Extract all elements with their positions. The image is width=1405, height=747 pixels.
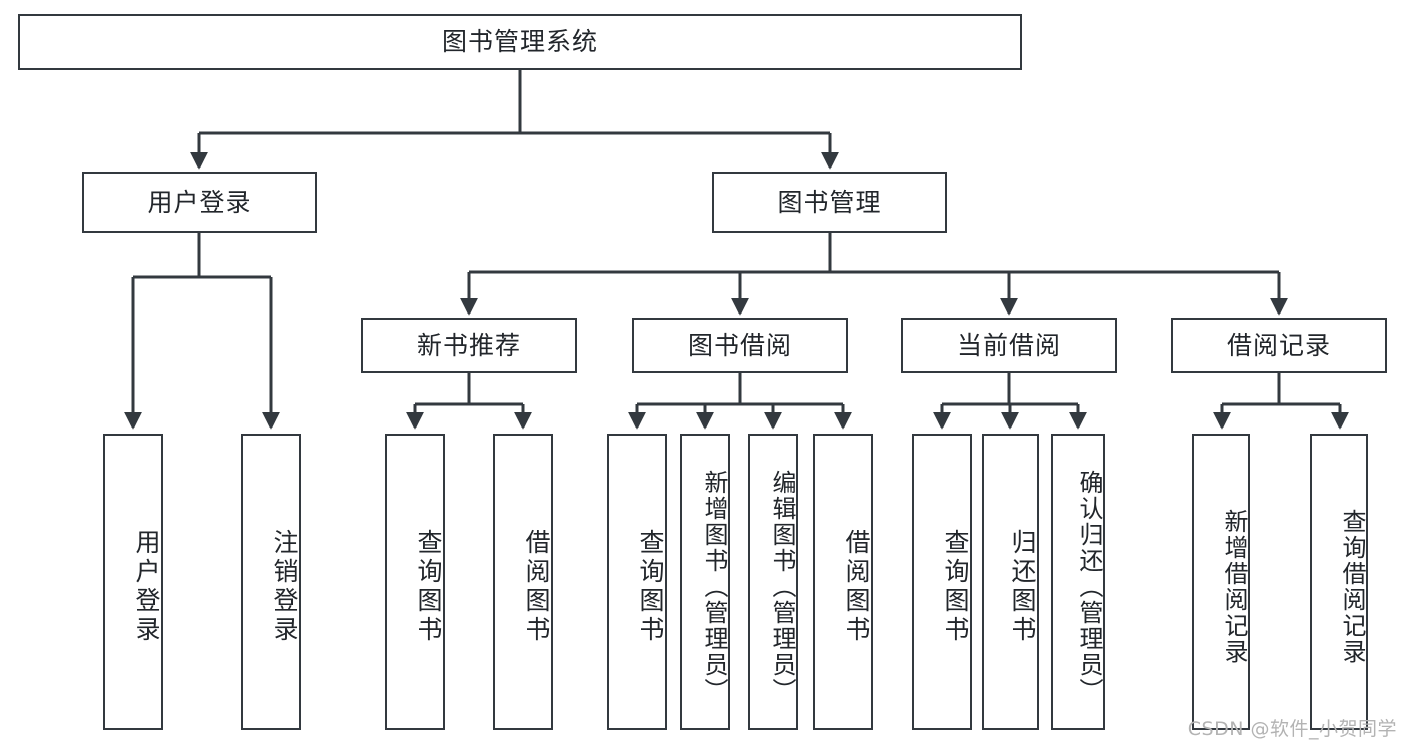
- node-borrow-record[interactable]: 借阅记录: [1171, 318, 1387, 373]
- node-book-borrow[interactable]: 图书借阅: [632, 318, 848, 373]
- node-leaf-return-book[interactable]: 归还图书: [982, 434, 1039, 730]
- node-current-borrow[interactable]: 当前借阅: [901, 318, 1117, 373]
- node-leaf-query-book-3[interactable]: 查询图书: [912, 434, 972, 730]
- node-user-login[interactable]: 用户登录: [82, 172, 317, 233]
- node-book-manage[interactable]: 图书管理: [712, 172, 947, 233]
- node-leaf-query-book-1[interactable]: 查询图书: [385, 434, 445, 730]
- node-leaf-add-borrow-record[interactable]: 新增借阅记录: [1192, 434, 1250, 730]
- node-leaf-query-borrow-record[interactable]: 查询借阅记录: [1310, 434, 1368, 730]
- node-leaf-confirm-return-admin[interactable]: 确认归还（管理员）: [1051, 434, 1105, 730]
- node-leaf-borrow-book-1[interactable]: 借阅图书: [493, 434, 553, 730]
- node-leaf-query-book-2[interactable]: 查询图书: [607, 434, 667, 730]
- node-leaf-user-login[interactable]: 用户登录: [103, 434, 163, 730]
- node-leaf-logout-login[interactable]: 注销登录: [241, 434, 301, 730]
- csdn-watermark: CSDN @软件_小贺同学: [1187, 718, 1397, 740]
- node-leaf-add-book-admin[interactable]: 新增图书（管理员）: [680, 434, 730, 730]
- node-leaf-borrow-book-2[interactable]: 借阅图书: [813, 434, 873, 730]
- node-new-book-recommend[interactable]: 新书推荐: [361, 318, 577, 373]
- node-leaf-edit-book-admin[interactable]: 编辑图书（管理员）: [748, 434, 798, 730]
- node-root-system[interactable]: 图书管理系统: [18, 14, 1022, 70]
